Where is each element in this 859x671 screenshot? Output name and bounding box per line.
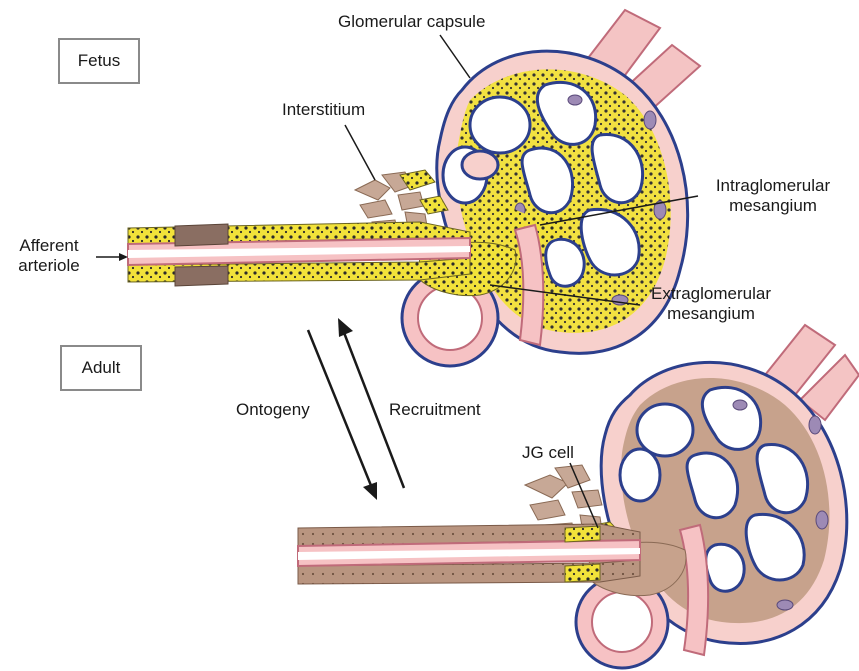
label-glomerular-capsule: Glomerular capsule <box>338 12 485 32</box>
label-jg-cell: JG cell <box>522 443 574 463</box>
label-afferent-line2: arteriole <box>2 256 96 276</box>
label-extraglomerular-line2: mesangium <box>636 304 786 324</box>
adult-afferent-arteriole <box>298 524 640 584</box>
afferent-pointer-arrow <box>96 253 128 261</box>
leader-glomerular-capsule <box>440 35 470 78</box>
label-intraglomerular: Intraglomerular mesangium <box>698 176 848 216</box>
label-extraglomerular-line1: Extraglomerular <box>636 284 786 304</box>
leader-interstitium <box>345 125 375 180</box>
adult-stage-box: Adult <box>60 345 142 391</box>
label-interstitium: Interstitium <box>282 100 365 120</box>
label-intraglomerular-line1: Intraglomerular <box>698 176 848 196</box>
fetus-stage-box: Fetus <box>58 38 140 84</box>
ontogeny-arrow <box>308 330 377 500</box>
label-afferent-arteriole: Afferent arteriole <box>2 236 96 276</box>
label-ontogeny: Ontogeny <box>236 400 310 420</box>
adult-glomerulus <box>525 325 859 668</box>
label-recruitment: Recruitment <box>389 400 481 420</box>
label-extraglomerular: Extraglomerular mesangium <box>636 284 786 324</box>
label-intraglomerular-line2: mesangium <box>698 196 848 216</box>
fetal-afferent-arteriole <box>128 222 470 286</box>
label-afferent-line1: Afferent <box>2 236 96 256</box>
